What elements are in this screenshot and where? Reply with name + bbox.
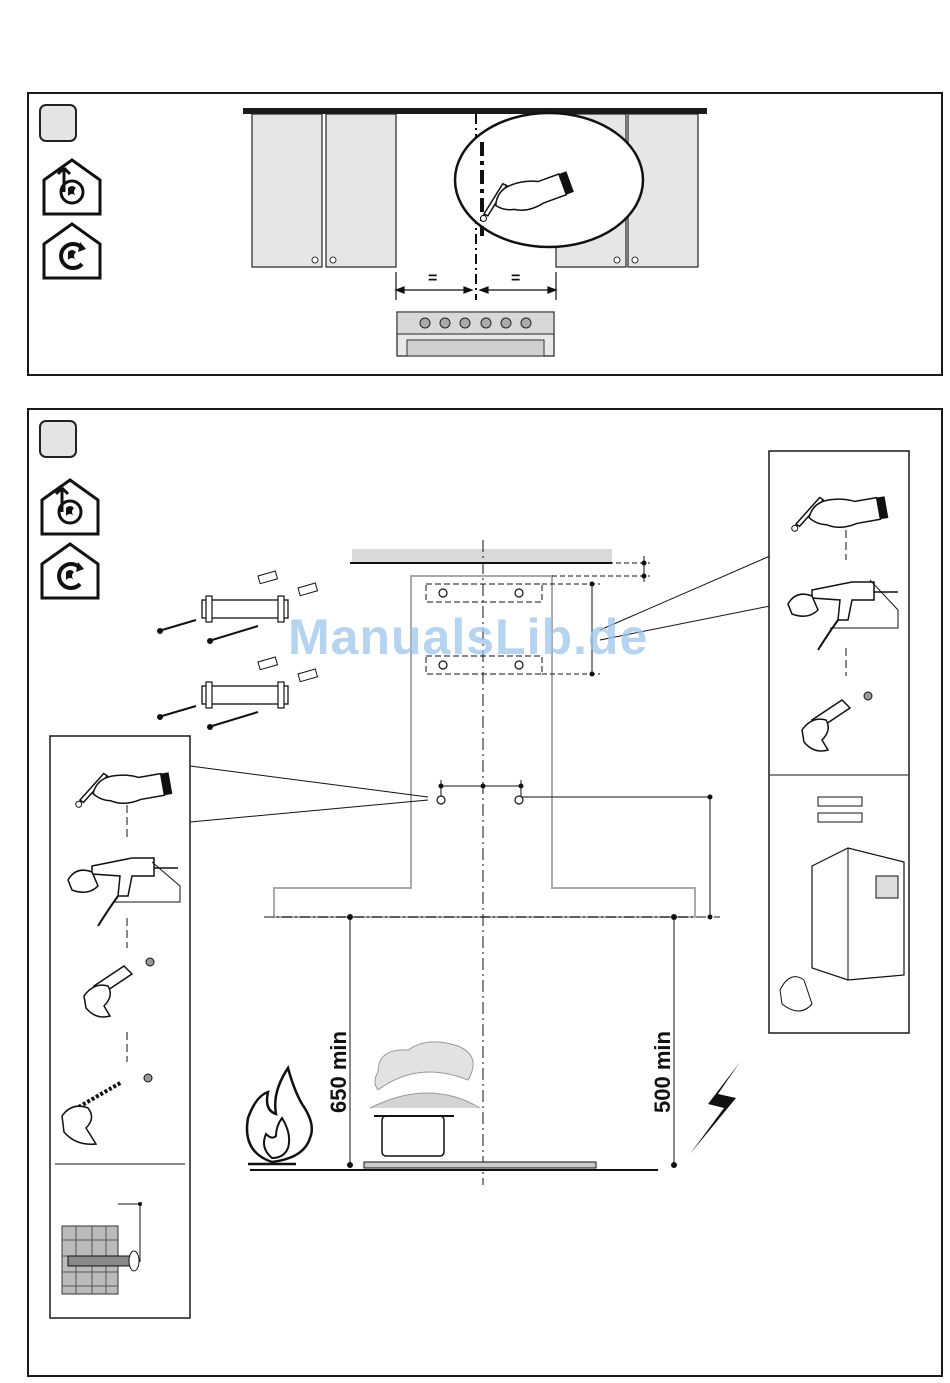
ducted-exhaust-house-icon (44, 160, 100, 214)
wall-bracket-lower (157, 657, 318, 730)
cooker-hob (397, 312, 554, 356)
ceiling-bar (352, 549, 612, 563)
equal-mark-right: = (511, 270, 520, 288)
hob (364, 1162, 596, 1168)
min-height-label-left: 650 min (326, 1031, 352, 1113)
min-height-label-right: 500 min (650, 1031, 676, 1113)
ducted-exhaust-house-icon (42, 480, 98, 534)
recirculation-house-icon (44, 224, 100, 278)
lightning-icon (690, 1062, 740, 1154)
equal-mark-left: = (428, 270, 437, 288)
pot-icon (370, 1042, 480, 1156)
flame-icon (247, 1068, 312, 1164)
watermark-text: ManualsLib.de (288, 608, 648, 666)
recirculation-house-icon (42, 544, 98, 598)
ceiling-line (243, 108, 707, 114)
